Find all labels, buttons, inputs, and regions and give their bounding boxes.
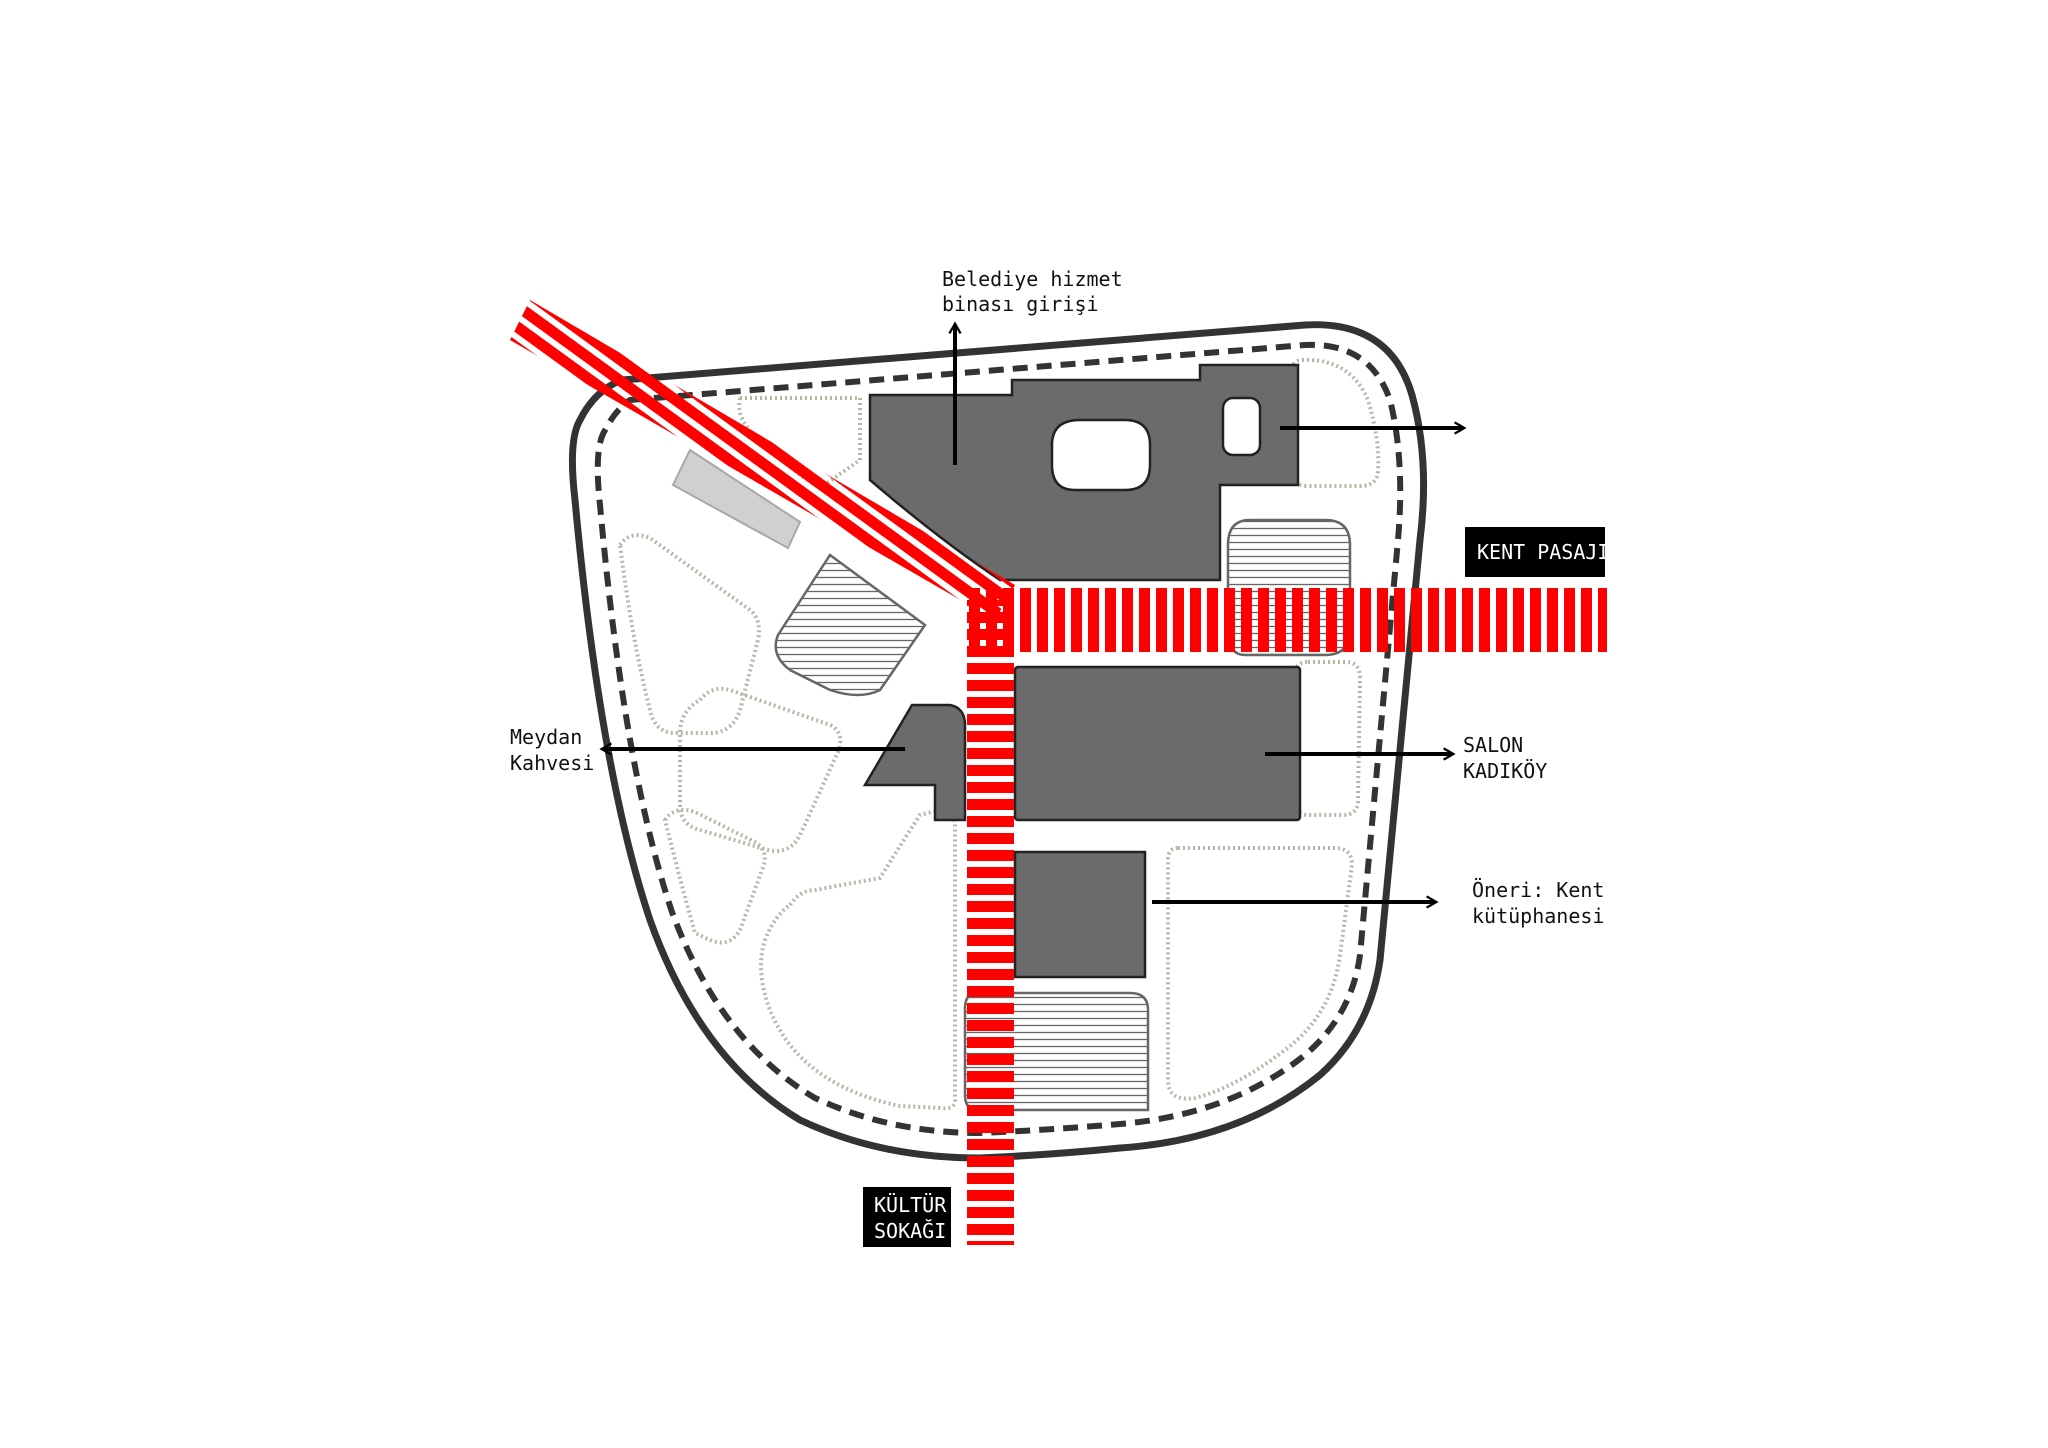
label-belediye-line1: Belediye hizmet <box>942 267 1123 291</box>
green-zone-ne <box>1290 357 1381 488</box>
label-belediye-line2: binası girişi <box>942 292 1099 316</box>
route-diagonal <box>510 300 1015 620</box>
kent-pasaji-label-box <box>1465 527 1605 577</box>
label-oneri-line2: kütüphanesi <box>1472 904 1604 928</box>
label-meydan-line1: Meydan <box>510 725 582 749</box>
canopy-element <box>671 448 802 550</box>
belediye-courtyard-void <box>1050 418 1152 492</box>
label-meydan-line2: Kahvesi <box>510 751 594 775</box>
building-salon-kadikoy <box>1013 665 1302 822</box>
label-kultur-line2: SOKAĞI <box>874 1219 946 1243</box>
green-zone-sw <box>759 807 957 1111</box>
green-zone-west-mid <box>678 686 843 853</box>
green-zone-west-upper <box>617 533 761 736</box>
green-zone-west-lower <box>662 807 767 945</box>
landscape-zones <box>617 357 1381 1111</box>
label-salon-line2: KADIKÖY <box>1463 759 1547 783</box>
route-kultur-sokagi <box>967 600 1014 1245</box>
hatched-court-west <box>774 553 927 697</box>
label-oneri-line1: Öneri: Kent <box>1472 878 1604 902</box>
site-boundary-dashed <box>594 341 1404 1137</box>
building-kent-kutuphanesi <box>1013 850 1147 979</box>
label-kent-pasaji: KENT PASAJI <box>1477 540 1609 564</box>
building-meydan-kahvesi <box>862 703 967 822</box>
green-zone-east-mid <box>1292 660 1363 817</box>
green-zone-se <box>1166 846 1355 1101</box>
belediye-small-void <box>1221 396 1262 457</box>
route-kent-pasaji <box>967 588 1607 652</box>
pedestrian-routes <box>510 300 1607 1245</box>
kultur-sokagi-label-box <box>863 1187 951 1247</box>
arrows <box>599 321 1467 909</box>
label-salon-line1: SALON <box>1463 733 1523 757</box>
label-kultur-line1: KÜLTÜR <box>874 1193 947 1217</box>
